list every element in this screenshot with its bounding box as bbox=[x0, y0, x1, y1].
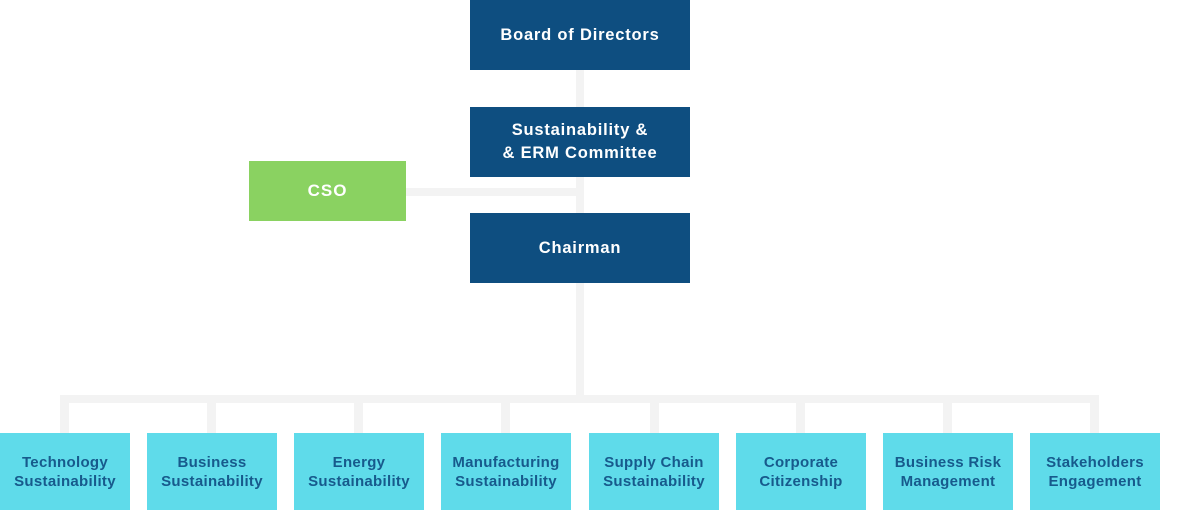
node-board-of-directors: Board of Directors bbox=[470, 0, 690, 70]
connector-stub-supply-chain bbox=[650, 395, 659, 433]
node-business-sustainability: Business Sustainability bbox=[147, 433, 277, 510]
node-corporate-citizenship: Corporate Citizenship bbox=[736, 433, 866, 510]
connector-departments-bus bbox=[65, 395, 1095, 403]
node-manufacturing-sustainability: Manufacturing Sustainability bbox=[441, 433, 571, 510]
connector-stub-manufacturing bbox=[501, 395, 510, 433]
node-business-risk-management: Business Risk Management bbox=[883, 433, 1013, 510]
connector-board-to-committee bbox=[576, 70, 584, 107]
node-sustainability-erm-committee: Sustainability & & ERM Committee bbox=[470, 107, 690, 177]
node-energy-sustainability: Energy Sustainability bbox=[294, 433, 424, 510]
node-technology-sustainability: Technology Sustainability bbox=[0, 433, 130, 510]
node-supply-chain-sustainability: Supply Chain Sustainability bbox=[589, 433, 719, 510]
connector-cso-branch bbox=[406, 188, 584, 196]
connector-stub-business bbox=[207, 395, 216, 433]
connector-stub-corporate bbox=[796, 395, 805, 433]
connector-stub-energy bbox=[354, 395, 363, 433]
node-stakeholders-engagement: Stakeholders Engagement bbox=[1030, 433, 1160, 510]
connector-chairman-to-departments bbox=[576, 283, 584, 395]
connector-stub-technology bbox=[60, 395, 69, 433]
connector-stub-stakeholders bbox=[1090, 395, 1099, 433]
node-chairman: Chairman bbox=[470, 213, 690, 283]
node-cso: CSO bbox=[249, 161, 406, 221]
connector-stub-risk bbox=[943, 395, 952, 433]
